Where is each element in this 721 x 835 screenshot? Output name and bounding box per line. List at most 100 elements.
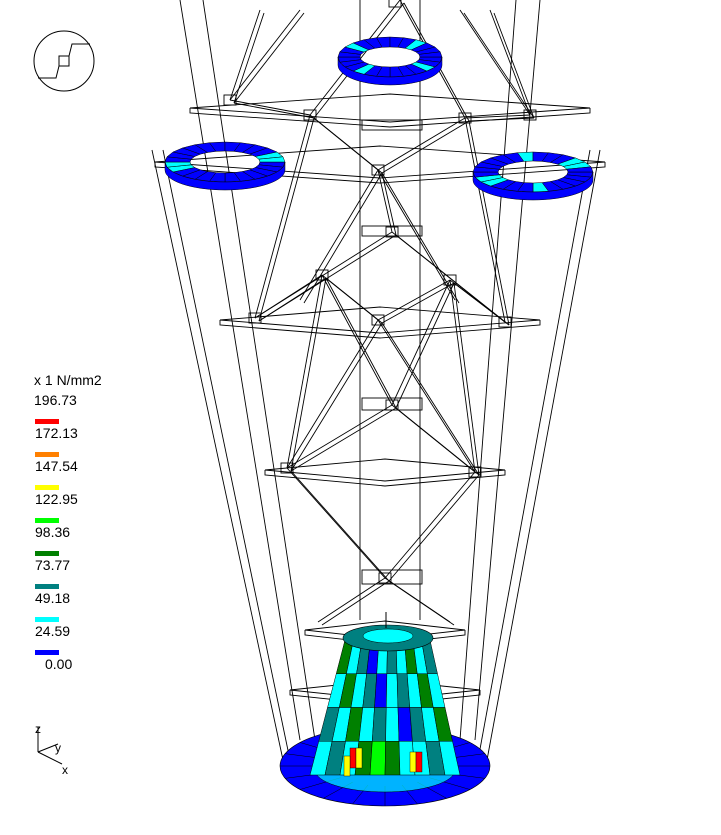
axis-triad (37, 727, 63, 765)
wire-node (361, 569, 423, 585)
legend-swatch (35, 650, 59, 655)
cone-panel (371, 707, 387, 742)
legend-swatch (35, 419, 59, 424)
wire-edge (468, 117, 535, 122)
hot-spot (349, 747, 357, 769)
wire-edge (233, 102, 315, 119)
wire-node (223, 94, 237, 106)
legend-entry: 172.13 (34, 408, 144, 441)
ring-rim (164, 161, 286, 191)
wire-edge (388, 580, 455, 626)
pan-view-icon[interactable] (33, 30, 95, 92)
wire-edge (286, 274, 323, 469)
ring-rim (337, 56, 443, 86)
legend-value: 98.36 (35, 524, 71, 540)
upper-ring (337, 36, 443, 86)
wire-edge (303, 172, 383, 304)
wire-edge (395, 407, 480, 476)
wire-edge (258, 117, 315, 322)
wire-edge (377, 319, 476, 473)
wire-edge (464, 117, 506, 323)
wire-edge (377, 279, 451, 321)
legend-unit: x 1 N/mm2 (34, 372, 102, 388)
wire-edge (388, 474, 480, 582)
legend-value: 0.00 (45, 656, 73, 672)
wire-edge (290, 277, 327, 472)
axis-label-y: y (55, 741, 61, 755)
wire-node (280, 462, 294, 474)
wire-edge (229, 99, 311, 116)
wire-edge (377, 169, 456, 301)
wire-edge (489, 9, 531, 116)
wire-node (303, 109, 317, 121)
wire-edge (381, 172, 460, 304)
legend-max-value: 196.73 (34, 392, 77, 408)
wire-edge (313, 117, 383, 174)
legend-value: 122.95 (35, 491, 78, 507)
wire-edge (463, 12, 535, 119)
wire-edge (377, 117, 466, 171)
ring-rim (472, 171, 594, 201)
stress-rings (164, 36, 594, 201)
wire-edge (381, 282, 455, 324)
wire-node (361, 119, 423, 131)
wire-node (458, 112, 472, 124)
wire-node (315, 269, 329, 281)
wire-edge (321, 274, 393, 406)
wire-edge (325, 277, 383, 324)
legend-swatch (35, 584, 59, 589)
wire-edge (384, 471, 476, 579)
cone-panel (385, 707, 400, 742)
wire-node (388, 0, 402, 8)
legend-value: 172.13 (35, 425, 78, 441)
wire-edge (459, 0, 517, 741)
wire-node (468, 466, 482, 478)
stress-base-cone (279, 612, 491, 807)
wire-node (361, 225, 423, 237)
legend-value: 147.54 (35, 458, 78, 474)
wire-edge (290, 407, 397, 472)
stress-legend: x 1 N/mm2 196.73 172.13 147.54 122.95 98.36… (34, 372, 144, 672)
wire-edge (317, 577, 386, 623)
wire-edge (254, 231, 393, 319)
legend-swatch (35, 452, 59, 457)
legend-entry: 0.00 (34, 639, 144, 672)
wire-edge (486, 149, 601, 761)
cone-panel (385, 673, 399, 708)
wire-edge (464, 114, 531, 119)
wire-edge (154, 162, 606, 184)
cone-panel (438, 741, 461, 776)
legend-entry: 122.95 (34, 474, 144, 507)
wire-edge (179, 0, 301, 741)
cone-panel (384, 741, 401, 776)
wire-edge (233, 12, 305, 104)
hot-spot (409, 751, 417, 773)
legend-value: 24.59 (35, 623, 71, 639)
wire-node (523, 109, 537, 121)
wire-edge (325, 277, 397, 409)
wire-edge (493, 12, 535, 119)
legend-swatch (35, 551, 59, 556)
wire-edge (468, 120, 510, 326)
wire-edge (286, 319, 379, 469)
axis-label-x: x (62, 763, 68, 777)
wire-edge (395, 234, 510, 326)
wire-node (371, 164, 385, 176)
wire-edge (254, 114, 311, 319)
wire-edge (299, 169, 379, 301)
wire-edge (477, 149, 591, 761)
wire-node (498, 316, 512, 328)
cone-collar-inner (362, 628, 414, 644)
wire-edge (449, 279, 476, 473)
legend-value: 49.18 (35, 590, 71, 606)
wire-edge (202, 0, 316, 741)
wire-edge (321, 580, 390, 626)
wire-edge (258, 234, 397, 322)
wire-edge (286, 467, 386, 579)
wire-edge (381, 172, 397, 236)
wire-edge (162, 149, 291, 761)
hot-spot (415, 751, 423, 773)
wire-edge (377, 169, 393, 233)
wire-node (248, 312, 262, 324)
